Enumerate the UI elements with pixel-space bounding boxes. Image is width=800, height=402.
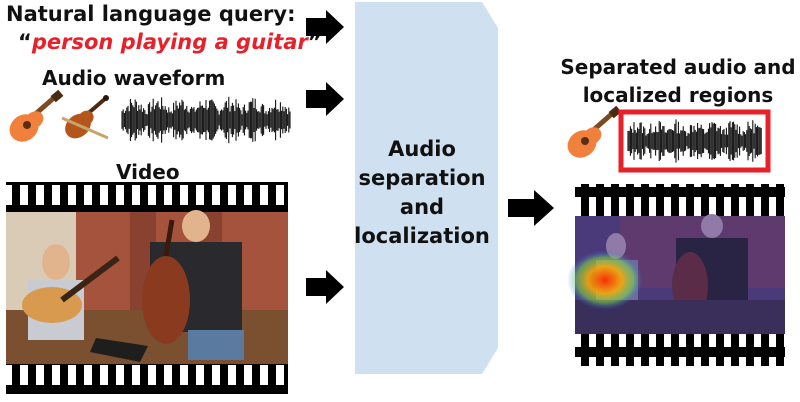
open-quote: “ (18, 30, 32, 54)
process-line: separation (358, 166, 486, 190)
process-line: and (399, 195, 445, 219)
input-waveform (121, 96, 291, 144)
guitar-icon (9, 89, 64, 142)
output-label-line1: Separated audio and (560, 55, 796, 79)
process-line: Audio (388, 137, 456, 161)
query-label: Natural language query: (6, 2, 296, 26)
video-label: Video (116, 160, 180, 184)
localization-heatmap (567, 250, 643, 310)
query-phrase: person playing a guitar (31, 30, 308, 54)
separation-localization-block (355, 2, 498, 374)
arrow-block-to-output (508, 190, 554, 226)
audio-waveform-label: Audio waveform (42, 66, 226, 90)
output-label: Separated audio and localized regions (558, 53, 798, 109)
arrow-video-to-block (306, 270, 344, 304)
arrow-audio-to-block (306, 82, 344, 116)
separated-waveform (627, 119, 762, 163)
query-text: “person playing a guitar” (18, 30, 322, 54)
process-block-label: Audio separation and localization (352, 135, 492, 251)
output-label-line2: localized regions (582, 83, 774, 107)
guitar-icon (567, 105, 622, 158)
process-line: localization (354, 224, 490, 248)
video-frame (6, 210, 288, 364)
output-video-filmstrip (567, 184, 785, 366)
arrow-query-to-block (306, 10, 344, 44)
violin-icon (61, 95, 109, 140)
input-video-filmstrip (6, 182, 288, 394)
selected-audio-box (618, 109, 771, 173)
